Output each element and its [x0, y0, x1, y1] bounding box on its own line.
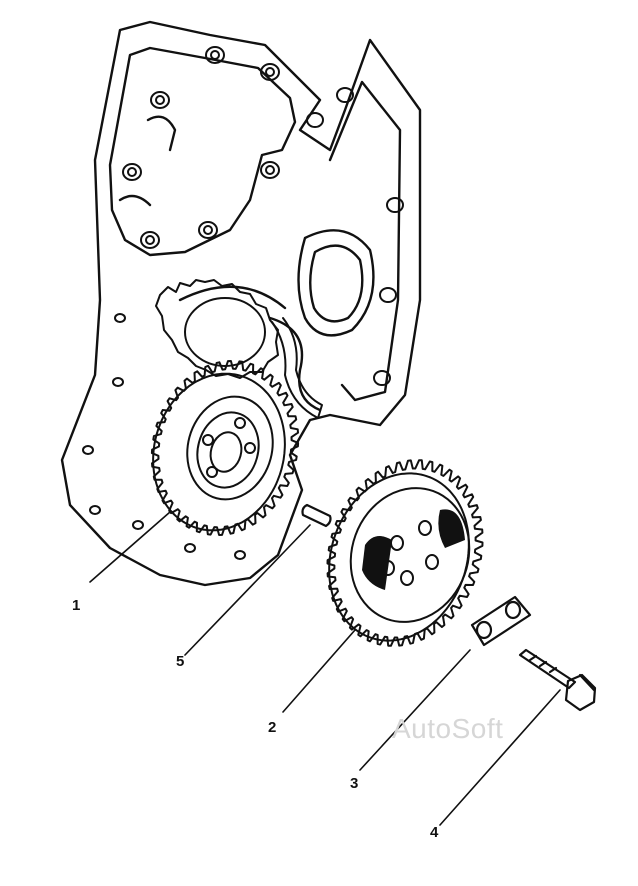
dowel-pin-part-5	[301, 503, 332, 528]
callout-4: 4	[430, 824, 439, 841]
leader-lines	[89, 511, 561, 826]
gear1-rim	[152, 372, 286, 532]
bolt-part-4	[518, 648, 597, 712]
camshaft-gear-hub	[349, 487, 471, 623]
gear2-rim	[328, 472, 470, 642]
watermark: AutoSoft	[392, 713, 504, 744]
callout-5: 5	[176, 653, 185, 670]
gear2-teeth	[326, 459, 484, 647]
crankshaft-gear-hub	[186, 395, 274, 501]
camshaft-gear	[326, 459, 484, 647]
rear-idler-gear	[155, 279, 279, 379]
gasket-strip	[271, 317, 323, 419]
callout-2: 2	[268, 719, 277, 736]
gear1-teeth	[150, 360, 300, 536]
callout-1: 1	[72, 597, 81, 614]
crankshaft-gear	[150, 360, 300, 536]
timing-cover-housing	[60, 20, 422, 587]
housing-bolt-holes	[82, 46, 404, 560]
lock-plate-part-3	[470, 595, 532, 647]
callout-3: 3	[350, 775, 359, 792]
